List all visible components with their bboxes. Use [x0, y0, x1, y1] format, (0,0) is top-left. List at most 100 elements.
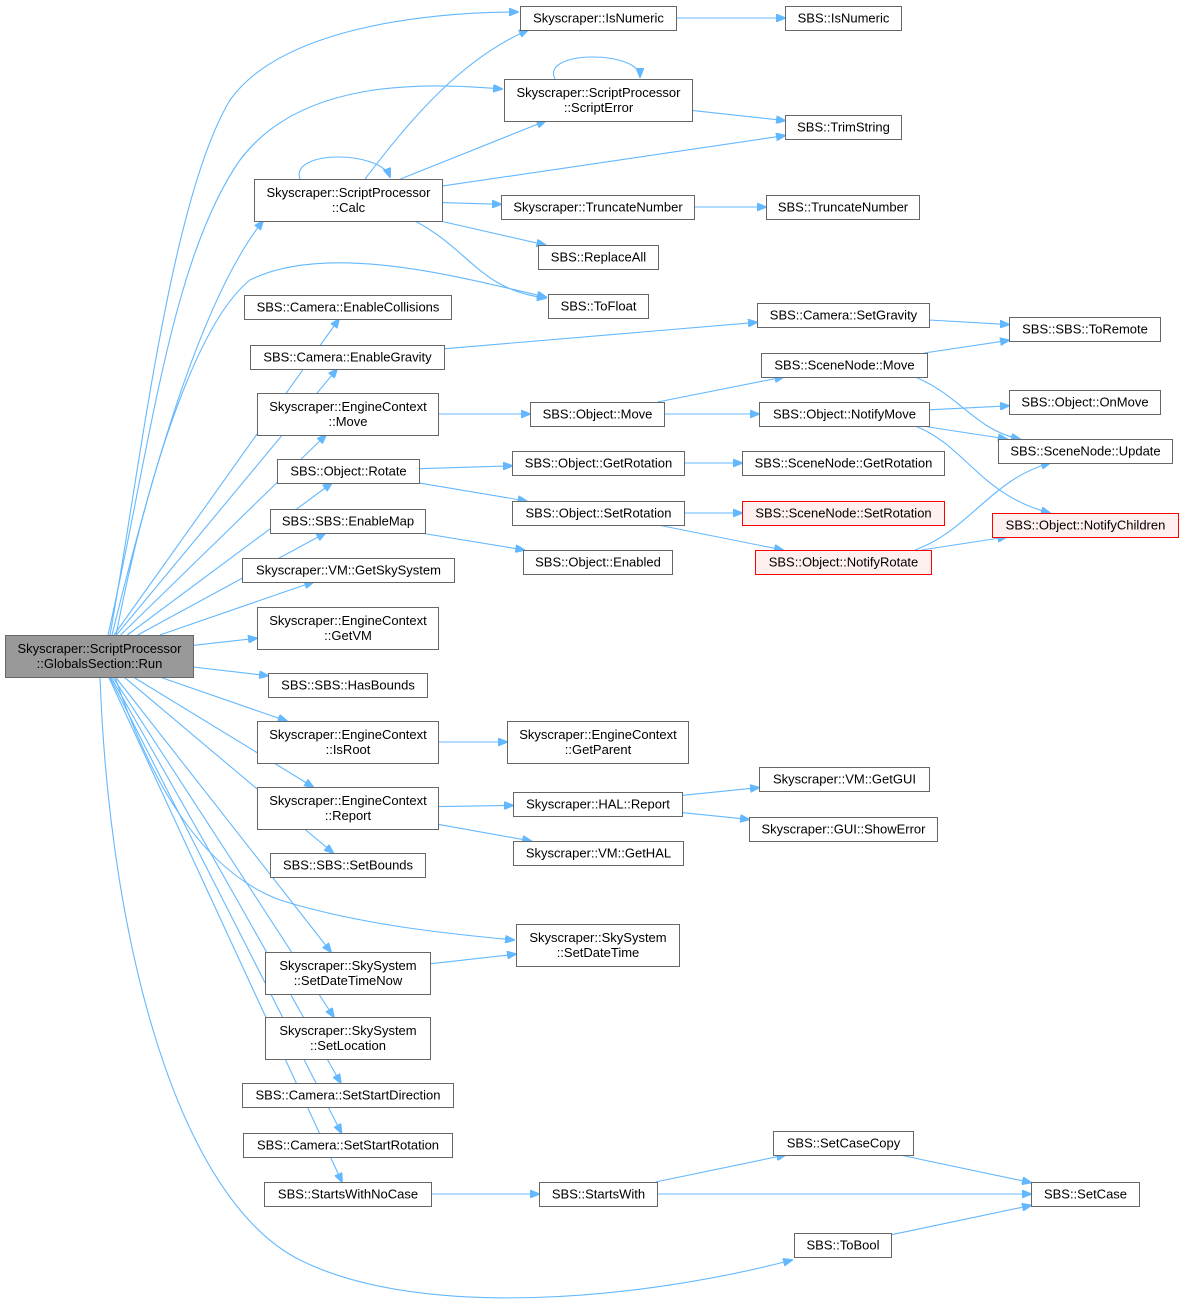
node-scripterror[interactable]: Skyscraper::ScriptProcessor::ScriptError: [504, 79, 693, 122]
node-box[interactable]: [539, 1182, 658, 1207]
node-trimstring[interactable]: SBS::TrimString: [785, 115, 902, 140]
node-box[interactable]: [512, 451, 685, 476]
node-onmove[interactable]: SBS::Object::OnMove: [1009, 390, 1161, 415]
node-enablecollisions[interactable]: SBS::Camera::EnableCollisions: [244, 295, 452, 320]
node-tobool[interactable]: SBS::ToBool: [794, 1233, 892, 1258]
node-ec-report[interactable]: Skyscraper::EngineContext::Report: [257, 787, 439, 830]
node-setcasecopy[interactable]: SBS::SetCaseCopy: [773, 1131, 914, 1156]
node-box[interactable]: [5, 635, 194, 678]
node-box[interactable]: [761, 353, 928, 378]
node-tofloat[interactable]: SBS::ToFloat: [548, 294, 649, 319]
node-box[interactable]: [757, 303, 930, 328]
node-box[interactable]: [513, 841, 684, 866]
node-setcase[interactable]: SBS::SetCase: [1031, 1182, 1140, 1207]
node-enablemap[interactable]: SBS::SBS::EnableMap: [270, 509, 426, 534]
node-root[interactable]: Skyscraper::ScriptProcessor::GlobalsSect…: [5, 635, 194, 678]
node-setrotation[interactable]: SBS::Object::SetRotation: [512, 501, 685, 526]
node-box[interactable]: [264, 1182, 432, 1207]
node-box[interactable]: [1009, 317, 1161, 342]
node-box[interactable]: [523, 550, 673, 575]
node-notifyrotate[interactable]: SBS::Object::NotifyRotate: [755, 550, 932, 575]
node-box[interactable]: [270, 853, 426, 878]
node-box[interactable]: [243, 1133, 453, 1158]
node-box[interactable]: [773, 1131, 914, 1156]
node-ec-move[interactable]: Skyscraper::EngineContext::Move: [257, 393, 439, 436]
node-box[interactable]: [257, 721, 439, 764]
node-notifymove[interactable]: SBS::Object::NotifyMove: [759, 402, 930, 427]
node-scenenode-setrotation[interactable]: SBS::SceneNode::SetRotation: [742, 501, 945, 526]
node-box[interactable]: [1031, 1182, 1140, 1207]
node-box[interactable]: [242, 558, 455, 583]
node-box[interactable]: [766, 195, 920, 220]
node-box[interactable]: [250, 345, 445, 370]
node-box[interactable]: [785, 6, 902, 31]
node-setdatetimenow[interactable]: Skyscraper::SkySystem::SetDateTimeNow: [265, 952, 431, 995]
node-replaceall[interactable]: SBS::ReplaceAll: [538, 245, 659, 270]
node-box[interactable]: [1009, 390, 1161, 415]
node-box[interactable]: [785, 115, 902, 140]
node-box[interactable]: [504, 79, 693, 122]
node-isnumeric-sky[interactable]: Skyscraper::IsNumeric: [520, 6, 677, 31]
node-scenenode-update[interactable]: SBS::SceneNode::Update: [998, 439, 1173, 464]
node-hasbounds[interactable]: SBS::SBS::HasBounds: [268, 673, 428, 698]
node-box[interactable]: [749, 817, 938, 842]
node-box[interactable]: [759, 767, 930, 792]
node-setbounds[interactable]: SBS::SBS::SetBounds: [270, 853, 426, 878]
node-calc[interactable]: Skyscraper::ScriptProcessor::Calc: [254, 179, 443, 222]
node-object-move[interactable]: SBS::Object::Move: [530, 402, 665, 427]
node-box[interactable]: [268, 673, 428, 698]
node-enablegravity[interactable]: SBS::Camera::EnableGravity: [250, 345, 445, 370]
node-setlocation[interactable]: Skyscraper::SkySystem::SetLocation: [265, 1017, 431, 1060]
node-box[interactable]: [265, 1017, 431, 1060]
node-box[interactable]: [759, 402, 930, 427]
node-box[interactable]: [530, 402, 665, 427]
node-box[interactable]: [520, 6, 677, 31]
node-toremote[interactable]: SBS::SBS::ToRemote: [1009, 317, 1161, 342]
node-truncate-sky[interactable]: Skyscraper::TruncateNumber: [501, 195, 695, 220]
node-scenenode-getrotation[interactable]: SBS::SceneNode::GetRotation: [742, 451, 945, 476]
node-box[interactable]: [513, 792, 683, 817]
node-box[interactable]: [257, 607, 439, 650]
node-box[interactable]: [512, 501, 685, 526]
node-box[interactable]: [538, 245, 659, 270]
node-scenenode-move[interactable]: SBS::SceneNode::Move: [761, 353, 928, 378]
node-box[interactable]: [794, 1233, 892, 1258]
node-getvm[interactable]: Skyscraper::EngineContext::GetVM: [257, 607, 439, 650]
node-box[interactable]: [277, 459, 420, 484]
node-box[interactable]: [548, 294, 649, 319]
node-hal-report[interactable]: Skyscraper::HAL::Report: [513, 792, 683, 817]
node-startswith[interactable]: SBS::StartsWith: [539, 1182, 658, 1207]
node-box[interactable]: [254, 179, 443, 222]
node-getrotation[interactable]: SBS::Object::GetRotation: [512, 451, 685, 476]
node-box[interactable]: [244, 295, 452, 320]
node-setdatetime[interactable]: Skyscraper::SkySystem::SetDateTime: [516, 924, 680, 967]
node-isroot[interactable]: Skyscraper::EngineContext::IsRoot: [257, 721, 439, 764]
node-box[interactable]: [992, 513, 1179, 538]
node-getparent[interactable]: Skyscraper::EngineContext::GetParent: [507, 721, 689, 764]
node-notifychildren[interactable]: SBS::Object::NotifyChildren: [992, 513, 1179, 538]
node-showerror[interactable]: Skyscraper::GUI::ShowError: [749, 817, 938, 842]
node-box[interactable]: [507, 721, 689, 764]
node-enabled[interactable]: SBS::Object::Enabled: [523, 550, 673, 575]
node-startswithnocase[interactable]: SBS::StartsWithNoCase: [264, 1182, 432, 1207]
node-box[interactable]: [516, 924, 680, 967]
node-setgravity[interactable]: SBS::Camera::SetGravity: [757, 303, 930, 328]
node-gethal[interactable]: Skyscraper::VM::GetHAL: [513, 841, 684, 866]
node-box[interactable]: [998, 439, 1173, 464]
node-setstartdirection[interactable]: SBS::Camera::SetStartDirection: [242, 1083, 454, 1108]
node-box[interactable]: [270, 509, 426, 534]
node-truncate-sbs[interactable]: SBS::TruncateNumber: [766, 195, 920, 220]
node-box[interactable]: [257, 787, 439, 830]
node-box[interactable]: [742, 451, 945, 476]
node-object-rotate[interactable]: SBS::Object::Rotate: [277, 459, 420, 484]
node-box[interactable]: [501, 195, 695, 220]
node-getgui[interactable]: Skyscraper::VM::GetGUI: [759, 767, 930, 792]
node-getskysystem[interactable]: Skyscraper::VM::GetSkySystem: [242, 558, 455, 583]
node-box[interactable]: [755, 550, 932, 575]
node-box[interactable]: [742, 501, 945, 526]
node-box[interactable]: [257, 393, 439, 436]
node-box[interactable]: [265, 952, 431, 995]
node-box[interactable]: [242, 1083, 454, 1108]
node-isnumeric-sbs[interactable]: SBS::IsNumeric: [785, 6, 902, 31]
node-setstartrotation[interactable]: SBS::Camera::SetStartRotation: [243, 1133, 453, 1158]
